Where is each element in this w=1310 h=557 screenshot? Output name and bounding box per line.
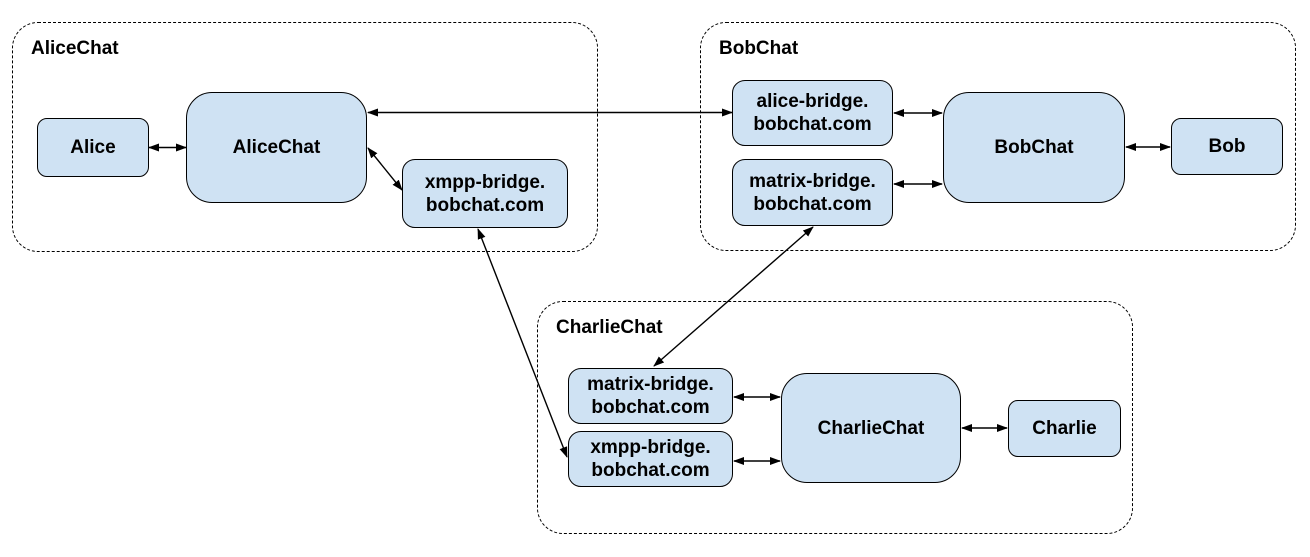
node-label-line2: bobchat.com <box>591 397 710 418</box>
node-bob: Bob <box>1171 118 1283 175</box>
node-label-line1: alice-bridge. <box>756 91 869 112</box>
node-label-line1: matrix-bridge. <box>749 170 876 192</box>
node-label: Alice <box>70 137 116 158</box>
charliechat-group-label: CharlieChat <box>556 317 663 338</box>
node-alice-xmpp-bridge: xmpp-bridge. bobchat.com <box>402 159 568 228</box>
node-label: CharlieChat <box>817 417 925 439</box>
node-label-line1: xmpp-bridge. <box>424 171 546 193</box>
node-label-line1: xmpp-bridge. <box>590 437 711 458</box>
node-charlie-xmpp-bridge: xmpp-bridge. bobchat.com <box>568 431 733 487</box>
node-label: Bob <box>1208 136 1246 157</box>
node-label-line2: bobchat.com <box>425 194 545 216</box>
node-label: Charlie <box>1032 418 1097 439</box>
node-bob-alice-bridge: alice-bridge. bobchat.com <box>732 80 893 146</box>
bobchat-group: BobChat <box>700 22 1296 251</box>
bobchat-group-label: BobChat <box>719 38 799 59</box>
node-alicechat-server: AliceChat <box>186 92 367 203</box>
node-bobchat-server: BobChat <box>943 92 1125 203</box>
node-label-line2: bobchat.com <box>753 193 872 215</box>
alicechat-group: AliceChat <box>12 22 598 252</box>
node-label-line1: matrix-bridge. <box>587 374 714 395</box>
alicechat-group-label: AliceChat <box>31 38 119 59</box>
node-bob-matrix-bridge: matrix-bridge. bobchat.com <box>732 159 893 226</box>
node-label-line2: bobchat.com <box>591 460 710 481</box>
node-charliechat-server: CharlieChat <box>781 373 961 483</box>
node-label: BobChat <box>994 137 1074 158</box>
node-charlie-matrix-bridge: matrix-bridge. bobchat.com <box>568 368 733 424</box>
node-charlie: Charlie <box>1008 400 1121 457</box>
node-alice: Alice <box>37 118 149 177</box>
node-label-line2: bobchat.com <box>753 114 872 135</box>
node-label: AliceChat <box>232 137 321 158</box>
